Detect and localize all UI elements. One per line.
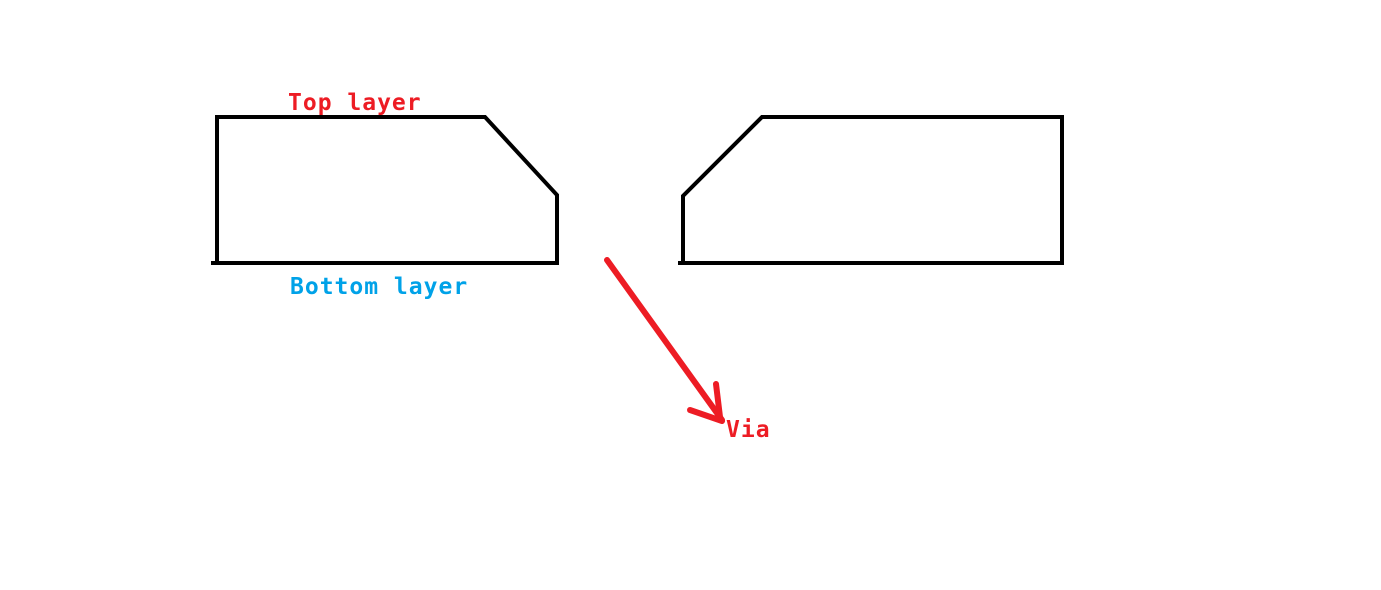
left-pad-outline — [211, 115, 559, 265]
via-label: Via — [726, 417, 771, 443]
via-arrow-barb-left — [687, 407, 725, 424]
via-arrow-barb-top — [713, 381, 723, 420]
via-arrow — [604, 257, 725, 424]
top-layer-label: Top layer — [288, 90, 422, 116]
via-arrow-shaft — [604, 257, 725, 423]
bottom-layer-label: Bottom layer — [290, 274, 469, 300]
right-pad-outline — [678, 115, 1064, 265]
